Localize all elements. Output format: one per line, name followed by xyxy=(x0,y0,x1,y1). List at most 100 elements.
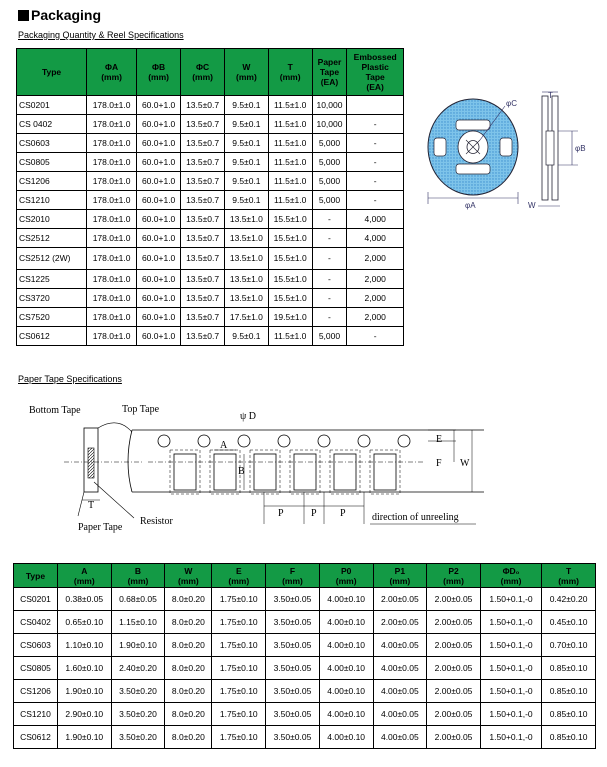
value-cell: 11.5±1.0 xyxy=(267,326,313,346)
value-cell: 13.5±1.0 xyxy=(224,247,269,270)
column-header: A(mm) xyxy=(56,563,112,588)
reel-label-t: T xyxy=(548,91,553,100)
value-cell: 4.00±0.05 xyxy=(372,633,428,657)
header-line: (mm) xyxy=(500,575,522,586)
value-cell: 178.0±1.0 xyxy=(86,269,138,289)
value-cell: 11.5±1.0 xyxy=(267,171,313,191)
value-cell: 1.50+0.1,-0 xyxy=(479,587,543,611)
type-cell: CS1210 xyxy=(15,190,88,210)
column-header: W(mm) xyxy=(224,48,269,96)
value-cell: 60.0+1.0 xyxy=(136,288,182,308)
value-cell: 5,000 xyxy=(311,326,348,346)
value-cell: 178.0±1.0 xyxy=(86,95,138,115)
page-title: Packaging xyxy=(18,7,101,23)
value-cell: 3.50±0.20 xyxy=(110,725,166,749)
value-cell: 3.50±0.05 xyxy=(265,656,320,680)
value-cell: 1.60±0.10 xyxy=(56,656,112,680)
value-cell: 1.75±0.10 xyxy=(211,702,267,726)
type-cell: CS2512 (2W) xyxy=(15,247,88,270)
header-line: B xyxy=(134,565,142,576)
value-cell: 9.5±0.1 xyxy=(224,190,269,210)
header-line: (mm) xyxy=(443,575,464,586)
value-cell: 0.38±0.05 xyxy=(56,587,112,611)
value-cell: 9.5±0.1 xyxy=(224,133,269,153)
column-header: F(mm) xyxy=(265,563,320,588)
value-cell: 5,000 xyxy=(311,190,348,210)
value-cell: - xyxy=(311,247,348,270)
reel-window-bottom xyxy=(455,163,491,175)
value-cell: 1.75±0.10 xyxy=(211,633,267,657)
column-header: T(mm) xyxy=(541,563,596,588)
value-cell: 1.90±0.10 xyxy=(110,633,166,657)
value-cell: 13.5±0.7 xyxy=(180,288,225,308)
type-cell: CS7520 xyxy=(15,307,88,327)
reel-label-w: W xyxy=(528,201,536,210)
value-cell: 0.65±0.10 xyxy=(56,610,112,634)
value-cell: 1.75±0.10 xyxy=(211,679,267,703)
value-cell: 4.00±0.05 xyxy=(372,679,428,703)
reel-spec-heading: Packaging Quantity & Reel Specifications xyxy=(18,30,184,40)
value-cell: 3.50±0.20 xyxy=(110,679,166,703)
value-cell: 178.0±1.0 xyxy=(86,288,138,308)
value-cell: - xyxy=(346,171,404,191)
value-cell: 11.5±1.0 xyxy=(267,133,313,153)
type-cell: CS1206 xyxy=(13,679,58,703)
value-cell: 8.0±0.20 xyxy=(164,679,213,703)
value-cell: 15.5±1.0 xyxy=(267,228,313,248)
value-cell: 1.50+0.1,-0 xyxy=(479,610,543,634)
header-line: Embossed xyxy=(353,52,397,62)
type-cell: CS0805 xyxy=(13,656,58,680)
value-cell: 4.00±0.10 xyxy=(318,725,374,749)
value-cell: 4.00±0.10 xyxy=(318,679,374,703)
value-cell: 9.5±0.1 xyxy=(224,171,269,191)
value-cell: 1.50+0.1,-0 xyxy=(479,725,543,749)
value-cell: 178.0±1.0 xyxy=(86,133,138,153)
value-cell: 0.70±0.10 xyxy=(541,633,596,657)
value-cell: 1.50+0.1,-0 xyxy=(479,679,543,703)
value-cell: 60.0+1.0 xyxy=(136,326,182,346)
header-line: W xyxy=(242,62,251,72)
value-cell: 2.00±0.05 xyxy=(426,587,481,611)
value-cell: 2.00±0.05 xyxy=(426,633,481,657)
value-cell: 10,000 xyxy=(311,114,348,134)
header-line: P2 xyxy=(448,565,459,576)
value-cell: 4.00±0.10 xyxy=(318,702,374,726)
value-cell: 0.68±0.05 xyxy=(110,587,166,611)
value-cell: - xyxy=(311,209,348,229)
value-cell: 1.50+0.1,-0 xyxy=(479,702,543,726)
column-header: P1(mm) xyxy=(372,563,428,588)
value-cell: 178.0±1.0 xyxy=(86,209,138,229)
value-cell: 13.5±1.0 xyxy=(224,209,269,229)
header-line: (mm) xyxy=(148,72,169,82)
value-cell: 17.5±1.0 xyxy=(224,307,269,327)
value-cell: 9.5±0.1 xyxy=(224,152,269,172)
value-cell: - xyxy=(346,190,404,210)
value-cell: 1.75±0.10 xyxy=(211,725,267,749)
value-cell: 4.00±0.05 xyxy=(372,725,428,749)
value-cell: - xyxy=(346,133,404,153)
value-cell: 9.5±0.1 xyxy=(224,326,269,346)
value-cell: 1.10±0.10 xyxy=(56,633,112,657)
value-cell: 13.5±0.7 xyxy=(180,209,225,229)
value-cell: 3.50±0.05 xyxy=(265,610,320,634)
value-cell: 9.5±0.1 xyxy=(224,95,269,115)
value-cell: 13.5±0.7 xyxy=(180,114,225,134)
header-line: (mm) xyxy=(127,575,149,586)
value-cell: 13.5±0.7 xyxy=(180,190,225,210)
type-cell: CS3720 xyxy=(15,288,88,308)
column-header: B(mm) xyxy=(110,563,166,588)
value-cell: 178.0±1.0 xyxy=(86,114,138,134)
value-cell: 11.5±1.0 xyxy=(267,152,313,172)
value-cell: 8.0±0.20 xyxy=(164,702,213,726)
value-cell: 2,000 xyxy=(346,269,404,289)
value-cell: - xyxy=(346,326,404,346)
label-p2: P xyxy=(311,508,317,519)
